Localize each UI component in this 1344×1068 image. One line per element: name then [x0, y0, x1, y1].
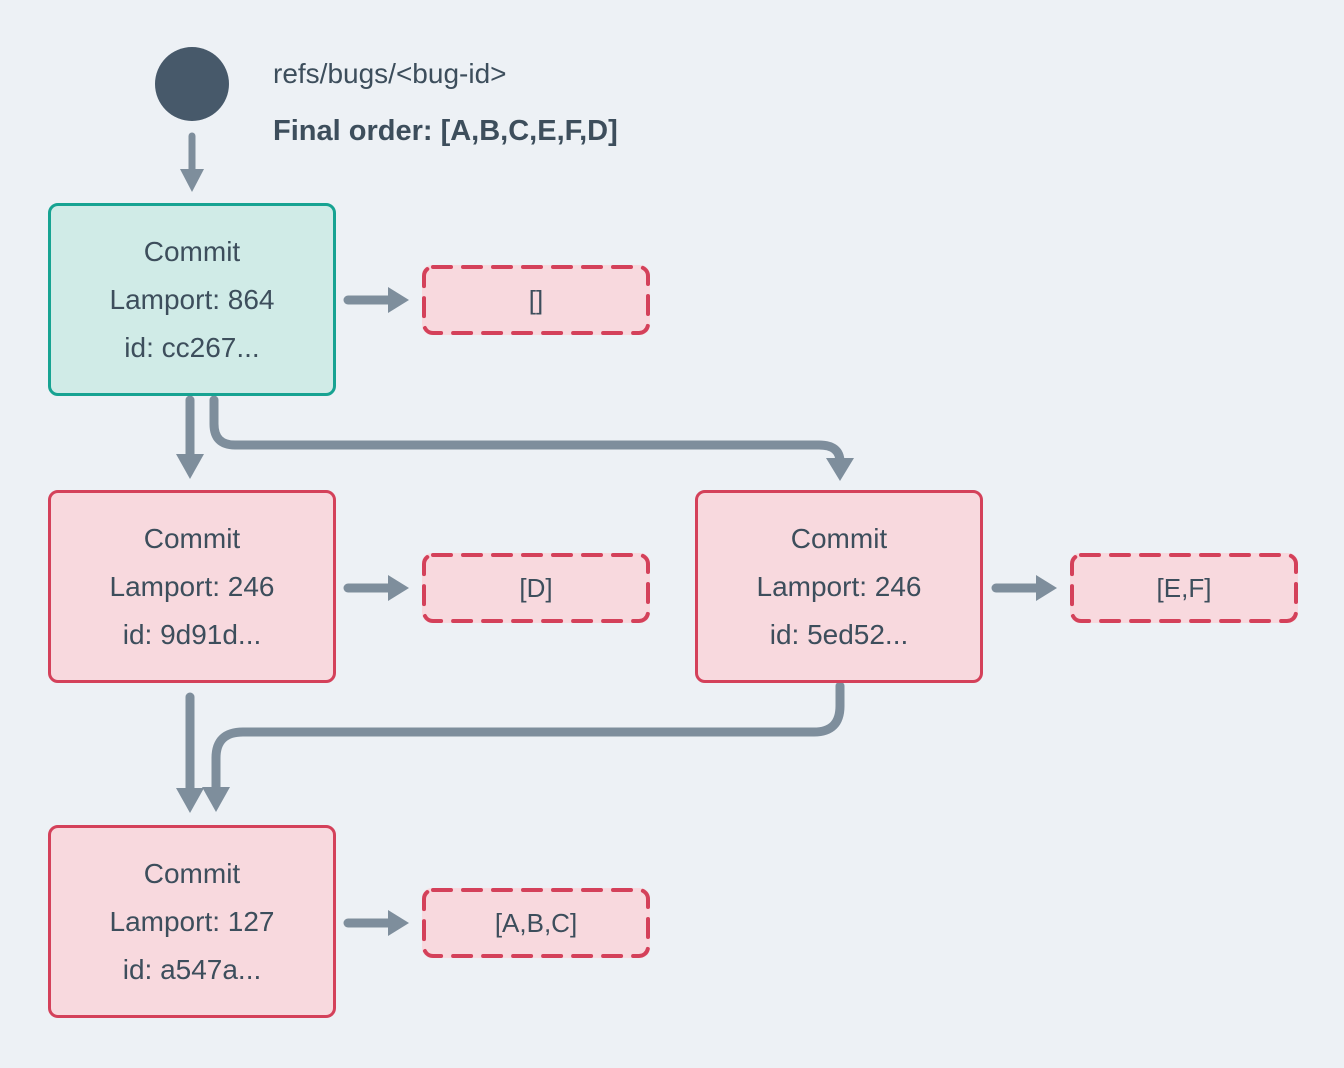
commit-node-right: Commit Lamport: 246 id: 5ed52...: [695, 490, 983, 683]
operations-box-left: [D]: [422, 553, 650, 623]
arrowhead-down-icon: [826, 458, 854, 481]
arrowhead-down-icon: [176, 454, 204, 479]
commit-lamport: Lamport: 246: [756, 570, 922, 602]
final-order-label: Final order: [A,B,C,E,F,D]: [273, 115, 618, 147]
arrowhead-down-icon: [180, 169, 204, 192]
commit-title: Commit: [143, 235, 241, 267]
arrowhead-right-icon: [388, 910, 409, 936]
arrowhead-right-icon: [1036, 575, 1057, 601]
branch-ref-node: [155, 47, 229, 121]
operations-box-head: []: [422, 265, 650, 335]
connector-left-to-bottom-commit: [176, 692, 204, 813]
arrowhead-right-icon: [388, 287, 409, 313]
commit-id: id: 9d91d...: [122, 618, 262, 650]
connector-right-to-bottom-commit: [202, 681, 845, 812]
operations-label: [E,F]: [1156, 572, 1212, 603]
operations-label: [A,B,C]: [494, 907, 578, 938]
connector-ref-to-head: [180, 132, 204, 192]
operations-label: []: [528, 284, 544, 315]
commit-id: id: 5ed52...: [769, 618, 909, 650]
branch-ref-label: refs/bugs/<bug-id>: [273, 58, 507, 89]
arrow-head-commit-to-ops: [343, 287, 409, 313]
arrowhead-down-icon: [202, 787, 230, 812]
commit-id: id: cc267...: [124, 331, 260, 363]
arrow-left-commit-to-ops: [343, 575, 409, 601]
commit-lamport: Lamport: 864: [109, 283, 275, 315]
arrow-right-commit-to-ops: [991, 575, 1057, 601]
commit-id: id: a547a...: [122, 953, 262, 985]
commit-node-left: Commit Lamport: 246 id: 9d91d...: [48, 490, 336, 683]
connector-path: [209, 395, 845, 467]
commit-node-bottom: Commit Lamport: 127 id: a547a...: [48, 825, 336, 1018]
arrowhead-right-icon: [388, 575, 409, 601]
arrowhead-down-icon: [176, 788, 204, 813]
commit-title: Commit: [143, 857, 241, 889]
commit-title: Commit: [143, 522, 241, 554]
commit-lamport: Lamport: 246: [109, 570, 275, 602]
operations-label: [D]: [519, 572, 553, 603]
connector-path: [211, 681, 845, 794]
operations-box-right: [E,F]: [1070, 553, 1298, 623]
commit-node-head: Commit Lamport: 864 id: cc267...: [48, 203, 336, 396]
connector-head-to-left-commit: [176, 395, 204, 479]
operations-box-bottom: [A,B,C]: [422, 888, 650, 958]
commit-title: Commit: [790, 522, 888, 554]
commit-lamport: Lamport: 127: [109, 905, 275, 937]
connector-head-to-right-commit: [209, 395, 854, 481]
arrow-bottom-commit-to-ops: [343, 910, 409, 936]
